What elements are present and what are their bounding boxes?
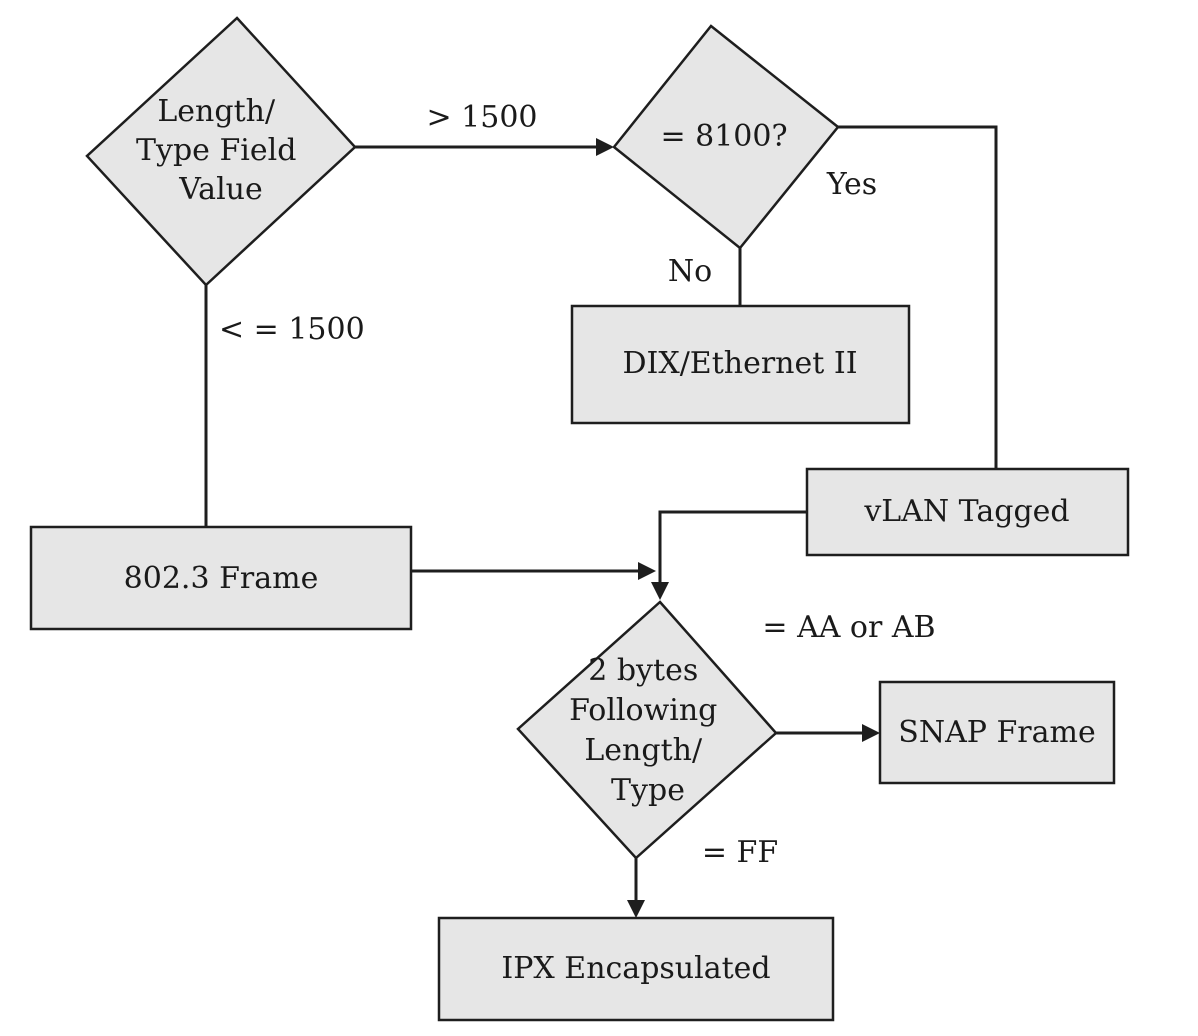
process-label: DIX/Ethernet II [622,346,857,381]
decision-diamond [516,600,778,860]
edge-label-no: No [668,254,712,289]
edge-label-gt-1500: > 1500 [426,100,537,135]
label-line: Following [569,693,717,728]
process-802-3-frame: 802.3 Frame [29,525,413,631]
arrowhead-to-ipx [627,900,645,918]
edge-labels: > 1500 < = 1500 No Yes = AA or AB = FF [219,100,936,870]
process-label: SNAP Frame [898,715,1095,750]
process-label: 802.3 Frame [124,561,319,596]
label-line: Length/ [157,94,276,129]
decision-label: = 8100? [660,119,787,154]
label-line: Value [178,172,262,207]
process-label: vLAN Tagged [863,494,1069,529]
label-line: Length/ [584,733,703,768]
label-line: 2 bytes [588,653,698,688]
process-snap-frame: SNAP Frame [878,680,1116,785]
decision-diamond [612,24,840,250]
edge-label-ff: = FF [702,835,778,870]
decision-label: 2 bytes Following Length/ Type [569,653,727,808]
decision-8100: = 8100? [612,24,840,250]
decision-label: Length/ Type Field Value [136,94,306,207]
label-line: Type [611,773,685,808]
process-ipx-encapsulated: IPX Encapsulated [437,916,835,1022]
arrowhead-to-snap [862,724,880,742]
process-box [878,680,1116,785]
process-box [805,467,1130,557]
edge-label-le-1500: < = 1500 [219,312,365,347]
connectors [204,125,998,918]
arrowhead-vlan-to-2bytes [651,582,669,600]
decision-diamond [85,16,357,287]
decision-2-bytes: 2 bytes Following Length/ Type [516,600,778,860]
process-box [570,304,911,425]
edge-label-yes: Yes [826,167,877,202]
process-dix-ethernet: DIX/Ethernet II [570,304,911,425]
arrowhead-to-8100 [596,138,614,156]
edge-8100-to-vlan [838,125,998,469]
edge-vlan-to-2bytes [658,510,807,585]
process-box [29,525,413,631]
label-line: Type Field [136,133,296,168]
edge-label-aa-or-ab: = AA or AB [762,610,935,645]
decision-length-type: Length/ Type Field Value [85,16,357,287]
process-vlan-tagged: vLAN Tagged [805,467,1130,557]
process-label: IPX Encapsulated [501,951,770,986]
arrowhead-8023-to-2bytes [638,562,656,580]
process-box [437,916,835,1022]
